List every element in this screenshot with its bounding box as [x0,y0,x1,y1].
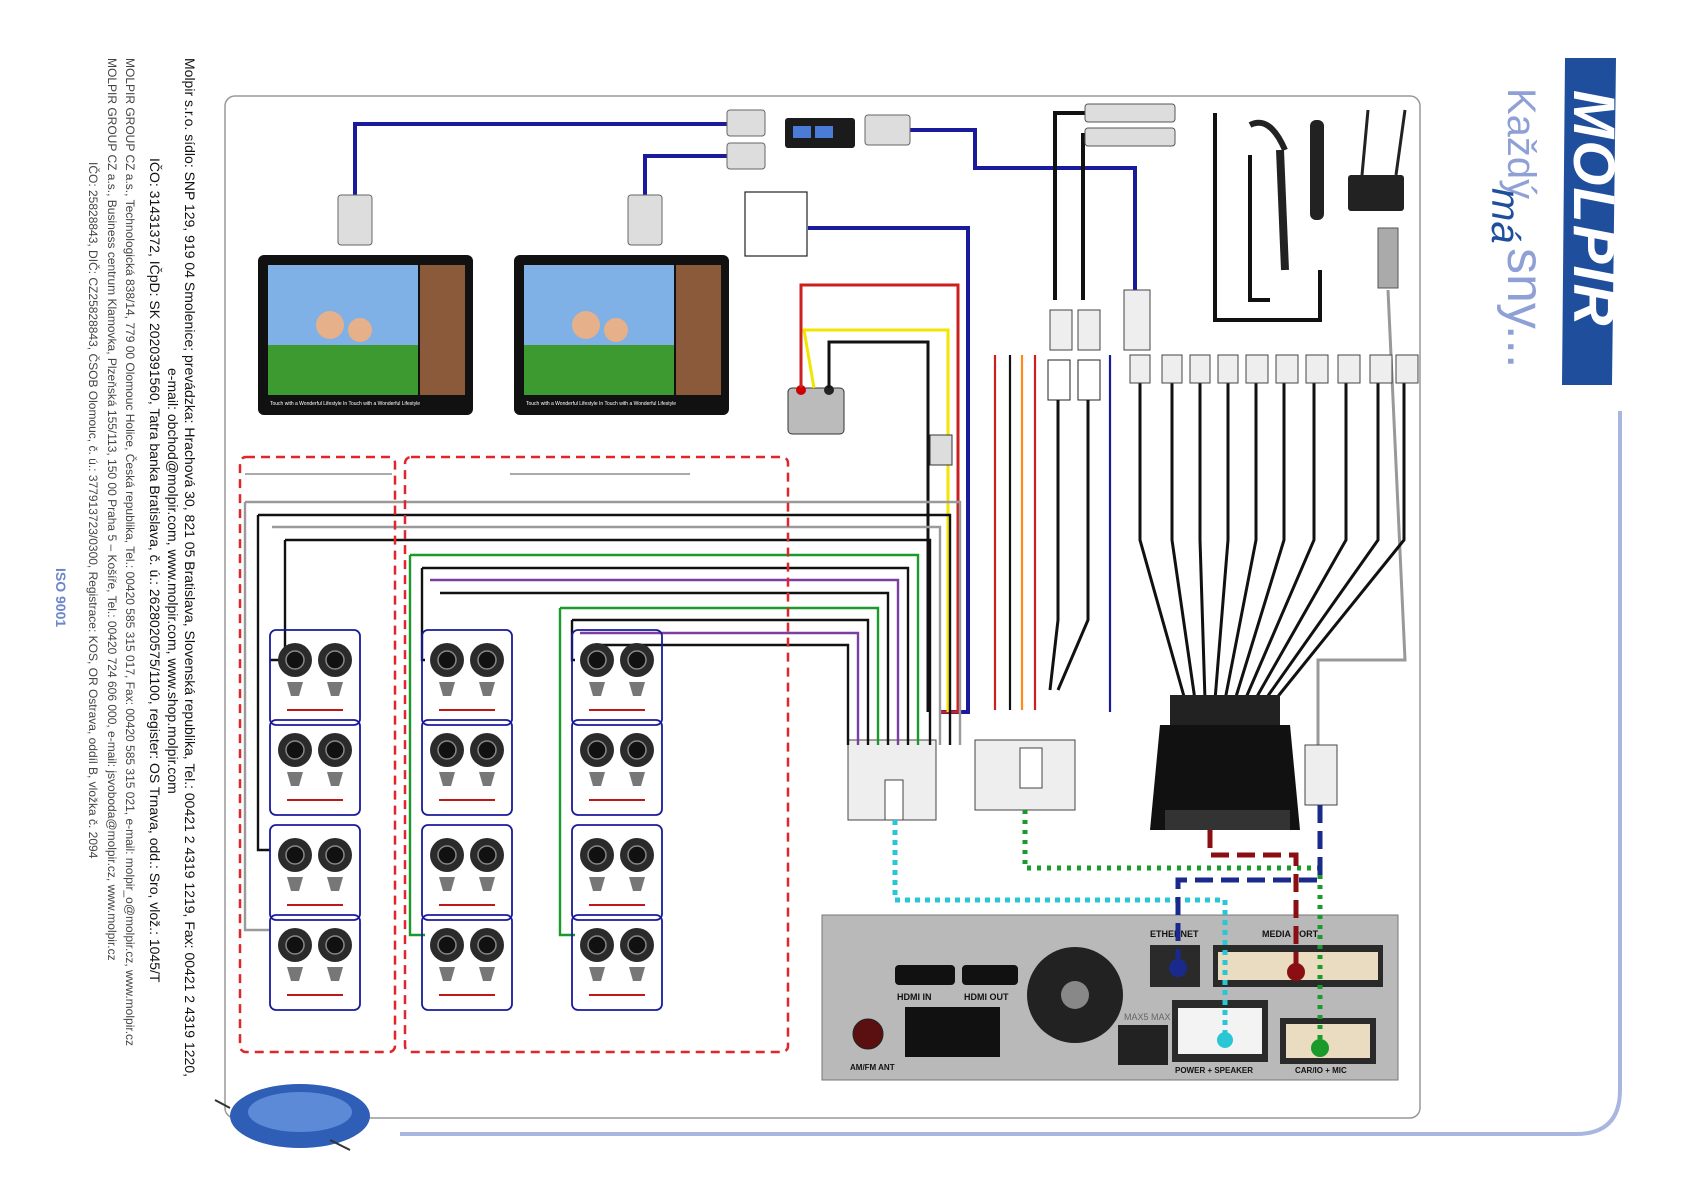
ethernet-cable [1316,289,1407,750]
power-speaker-label: POWER + SPEAKER [1175,1066,1253,1075]
speaker-pair-icon [269,824,361,921]
slogan-part1: Každý [1499,88,1543,199]
car-io-label: CAR/IO + MIC [1295,1066,1347,1075]
slogan-part2: má [1483,188,1527,244]
small-wires [993,355,1112,712]
carIO-connector-plug [974,739,1076,811]
speaker-zone-left [238,455,397,1054]
company-line1: Molpir s.r.o. sídlo: SNP 129, 919 04 Smo… [182,58,198,1077]
harness-wires [1048,370,1406,701]
antenna-port-icon [852,1018,884,1050]
fuse-icon [929,434,953,466]
media-port-connector [1150,695,1300,830]
molpir-logo [1562,58,1616,385]
company-line6: IČO: 25828843, DIČ: CZ25828843, ČSOB Olo… [86,162,101,859]
max-label: MAX5 MAX [1124,1012,1171,1022]
vga-connectors [337,109,911,246]
speaker-pair-icon [269,629,361,726]
battery-icon [787,385,845,435]
speaker-pair-icon [269,719,361,816]
company-line5: MOLPIR GROUP CZ a.s., Business centrum K… [105,58,119,961]
screen-caption-left: Touch with a Wonderful Lifestyle In Touc… [270,401,420,407]
media-port-label: MEDIA PORT [1262,929,1319,939]
company-line4: MOLPIR GROUP CZ a.s., Technologická 838/… [123,58,138,1046]
usb-connectors [1084,103,1176,147]
router-icon [1348,109,1407,289]
accessory-wires [1053,111,1322,322]
company-line3: IČO: 31431372, IČpD: SK 2020391560, Tatr… [147,158,163,983]
iso-label: ISO 9001 [53,568,69,627]
screen-caption-right: Touch with a Wonderful Lifestyle In Touc… [526,401,676,407]
speaker-pair-icon [421,914,513,1011]
microphone-icon [1248,119,1324,271]
speaker-pair-icon [421,824,513,921]
monitor-left: Touch with a Wonderful Lifestyle In Touc… [258,255,473,415]
power-wires [799,283,960,714]
ladybug-icon [214,1084,370,1151]
speaker-pair-icon [421,629,513,726]
hdmi-out-label: HDMI OUT [964,992,1009,1002]
diagram-frame [224,95,1421,1119]
company-info: Molpir s.r.o. sídlo: SNP 129, 919 04 Smo… [53,58,198,1077]
connection-lines [892,805,1329,1057]
speaker-connector-plug [847,739,937,821]
speaker-pair-icon [421,719,513,816]
brand-strip: MOLPIR Každý má sny... [400,58,1626,1136]
blank-module-box [744,191,808,257]
speaker-pair-icon [571,719,663,816]
head-unit: HDMI IN HDMI OUT MAX5 MAX AM/FM ANT ETHE… [821,914,1399,1081]
logo-text: MOLPIR [1561,90,1626,328]
speaker-pair-icon [571,629,663,726]
slogan-part3: sny... [1496,248,1554,368]
speaker-pair-icon [571,914,663,1011]
am-fm-label: AM/FM ANT [850,1063,895,1072]
hdmi-in-label: HDMI IN [897,992,932,1002]
ethernet-label: ETHERNET [1150,929,1199,939]
harness-plugs [1129,354,1419,384]
speaker-pair-icon [269,914,361,1011]
rj45-connector [1304,744,1338,806]
speaker-zone-right [403,455,790,1054]
monitor-right: Touch with a Wonderful Lifestyle In Touc… [514,255,729,415]
company-line2: e-mail: obchod@molpir.com, www.molpir.co… [165,368,181,794]
connector-stubs [1047,289,1151,401]
speaker-pair-icon [571,824,663,921]
speaker-groups [269,629,663,1011]
